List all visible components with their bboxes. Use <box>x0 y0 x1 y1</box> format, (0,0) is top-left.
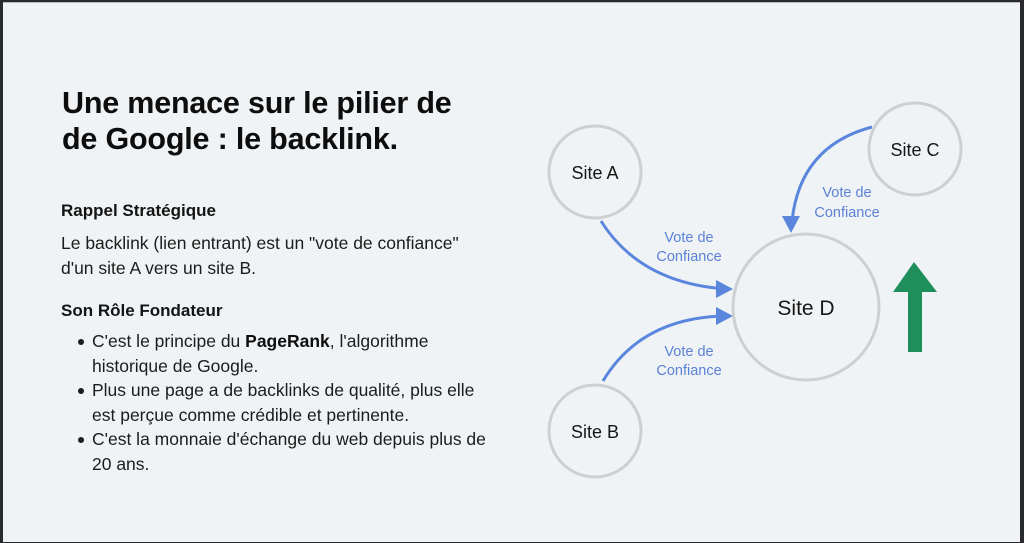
arrow-icon <box>790 125 873 222</box>
node-site-a: Site A <box>547 124 643 220</box>
node-site-c: Site C <box>867 101 963 197</box>
pagerank-term: PageRank <box>245 331 330 351</box>
bullet-item: C'est le principe du PageRank, l'algorit… <box>61 329 491 378</box>
bullet-list: C'est le principe du PageRank, l'algorit… <box>61 329 491 476</box>
svg-text:Site D: Site D <box>777 297 834 320</box>
svg-text:Site A: Site A <box>571 163 618 183</box>
edge-b-to-d <box>601 307 733 382</box>
edge-label-b: Confiance <box>656 363 721 379</box>
edge-label-a: Confiance <box>656 249 721 265</box>
section-heading-role: Son Rôle Fondateur <box>61 301 223 320</box>
svg-text:Site C: Site C <box>890 140 939 160</box>
slide-title: Une menace sur le pilier de de Google : … <box>62 85 522 157</box>
arrow-icon <box>599 220 727 291</box>
svg-text:Site B: Site B <box>571 422 619 442</box>
edge-c-to-d <box>782 125 873 233</box>
bullet-dot-icon <box>78 339 84 345</box>
title-line-1: Une menace sur le pilier de <box>62 86 452 120</box>
section-text-rappel: Le backlink (lien entrant) est un "vote … <box>61 233 459 278</box>
section-heading-rappel: Rappel Stratégique <box>61 201 216 220</box>
edge-label-c: Confiance <box>814 205 879 221</box>
edge-label-c: Vote de <box>822 185 871 201</box>
slide: Une menace sur le pilier de de Google : … <box>3 2 1020 542</box>
edge-label-a: Vote de <box>664 230 713 246</box>
bullet-dot-icon <box>78 437 84 443</box>
node-site-b: Site B <box>547 383 643 479</box>
up-arrow-icon <box>893 262 937 352</box>
title-line-2: de Google : le backlink. <box>62 122 398 156</box>
bullet-item: C'est la monnaie d'échange du web depuis… <box>61 427 491 476</box>
edge-a-to-d <box>599 220 733 298</box>
node-site-d: Site D <box>731 232 881 382</box>
edge-label-b: Vote de <box>664 344 713 360</box>
bullet-dot-icon <box>78 388 84 394</box>
bullet-item: Plus une page a de backlinks de qualité,… <box>61 378 491 427</box>
arrow-icon <box>601 314 723 382</box>
